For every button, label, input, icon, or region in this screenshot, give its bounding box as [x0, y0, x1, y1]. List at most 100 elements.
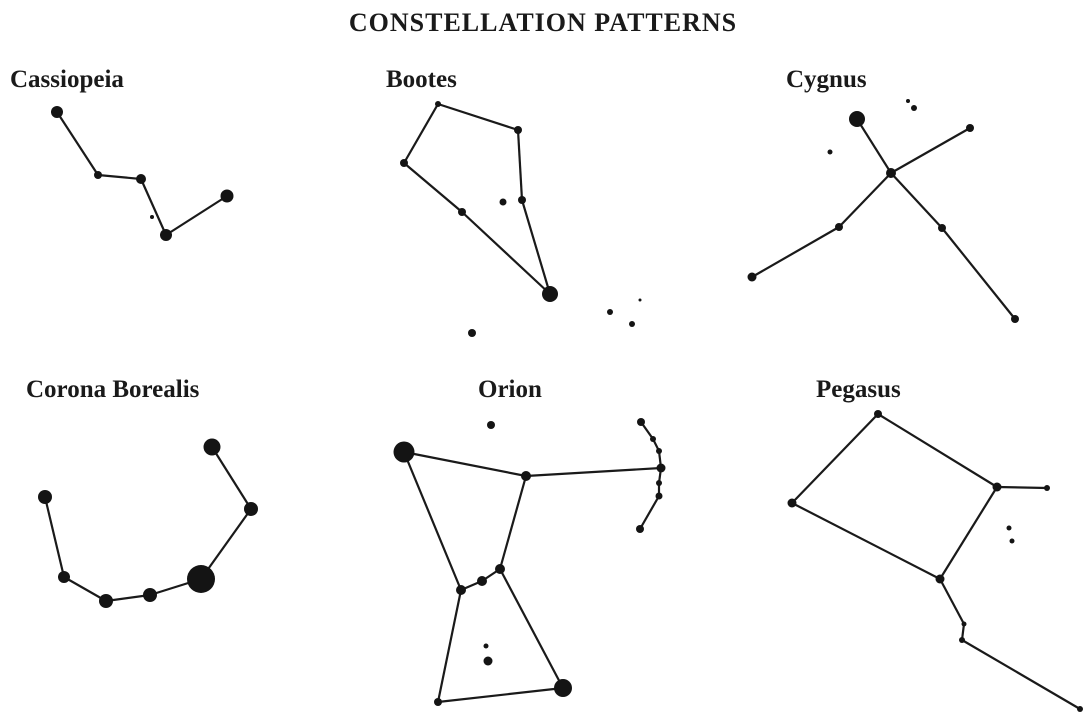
- orion-star: [477, 576, 487, 586]
- orion-star: [483, 656, 493, 666]
- orion-star: [483, 643, 489, 649]
- orion-star: [456, 585, 466, 595]
- cygnus-star: [1011, 315, 1019, 323]
- constellation-pegasus: [787, 410, 1083, 712]
- cygnus-star: [849, 111, 865, 127]
- cygnus-line: [751, 226, 840, 278]
- orion-star: [637, 418, 645, 426]
- bootes-star: [435, 101, 441, 107]
- label-cassiopeia: Cassiopeia: [10, 66, 124, 93]
- label-cygnus: Cygnus: [786, 66, 867, 93]
- orion-star: [434, 698, 442, 706]
- cygnus-line: [941, 227, 1016, 320]
- cygnus-star: [906, 99, 910, 103]
- pegasus-line: [961, 639, 1081, 710]
- pegasus-line: [791, 502, 941, 580]
- pegasus-line: [996, 485, 1048, 490]
- bootes-star: [607, 309, 613, 315]
- pegasus-star: [935, 574, 945, 584]
- cygnus-line: [838, 172, 892, 228]
- bootes-star: [542, 286, 558, 302]
- pegasus-star: [959, 637, 965, 643]
- cassiopeia-star: [220, 189, 234, 203]
- pegasus-star: [1077, 706, 1083, 712]
- constellation-cassiopeia: [51, 106, 234, 241]
- pegasus-line: [791, 413, 879, 504]
- constellation-corona-borealis: [38, 438, 258, 608]
- bootes-star: [458, 208, 466, 216]
- cygnus-line: [890, 127, 971, 174]
- cygnus-star: [827, 149, 833, 155]
- orion-star: [656, 448, 662, 454]
- pegasus-star: [992, 482, 1002, 492]
- label-pegasus: Pegasus: [816, 376, 901, 403]
- cygnus-star: [966, 124, 974, 132]
- orion-star: [487, 421, 495, 429]
- orion-star: [495, 564, 505, 574]
- bootes-line: [403, 162, 463, 213]
- bootes-star: [400, 159, 408, 167]
- bootes-star: [518, 196, 526, 204]
- pegasus-star: [961, 621, 967, 627]
- cassiopeia-star: [150, 215, 154, 219]
- corona-borealis-star: [187, 565, 215, 593]
- orion-star: [636, 525, 644, 533]
- corona-borealis-line: [211, 446, 252, 510]
- corona-borealis-line: [43, 496, 66, 578]
- bootes-star: [499, 198, 507, 206]
- bootes-star: [514, 126, 522, 134]
- cassiopeia-star: [51, 106, 63, 118]
- corona-borealis-star: [99, 594, 113, 608]
- orion-star: [650, 436, 656, 442]
- orion-line: [402, 451, 463, 591]
- cygnus-line: [890, 172, 943, 229]
- pegasus-star: [1006, 525, 1012, 531]
- cygnus-star: [911, 105, 917, 111]
- label-orion: Orion: [478, 376, 542, 403]
- orion-star: [554, 679, 572, 697]
- constellation-bootes: [400, 101, 642, 337]
- cygnus-star: [938, 224, 946, 232]
- cassiopeia-star: [136, 174, 146, 184]
- bootes-line: [520, 199, 552, 295]
- orion-line: [499, 568, 564, 689]
- bootes-line: [437, 102, 519, 132]
- bootes-line: [461, 211, 551, 295]
- cassiopeia-line: [165, 195, 228, 236]
- bootes-line: [403, 103, 439, 164]
- cygnus-star: [835, 223, 843, 231]
- pegasus-star: [1044, 485, 1050, 491]
- bootes-line: [516, 129, 524, 201]
- pegasus-star: [874, 410, 882, 418]
- corona-borealis-star: [244, 502, 258, 516]
- corona-borealis-star: [203, 438, 221, 456]
- pegasus-line: [877, 413, 998, 488]
- orion-line: [639, 495, 660, 530]
- cassiopeia-line: [97, 173, 142, 181]
- cassiopeia-line: [56, 111, 99, 176]
- corona-borealis-star: [58, 571, 70, 583]
- orion-line: [436, 589, 463, 703]
- cygnus-star: [886, 168, 896, 178]
- orion-line: [498, 475, 528, 570]
- pegasus-line: [939, 486, 998, 580]
- orion-star: [656, 463, 666, 473]
- pegasus-line: [939, 578, 965, 625]
- cygnus-line: [856, 118, 892, 174]
- orion-star: [521, 471, 531, 481]
- constellation-cygnus: [747, 99, 1019, 323]
- cassiopeia-star: [160, 229, 172, 241]
- pegasus-star: [1009, 538, 1015, 544]
- bootes-star: [468, 329, 476, 337]
- bootes-star: [629, 321, 635, 327]
- label-corona-borealis: Corona Borealis: [26, 376, 200, 403]
- orion-line: [525, 466, 662, 478]
- bootes-star: [638, 298, 642, 302]
- corona-borealis-star: [143, 588, 157, 602]
- corona-borealis-line: [63, 576, 107, 602]
- orion-star: [655, 492, 663, 500]
- corona-borealis-star: [38, 490, 52, 504]
- orion-line: [403, 450, 527, 478]
- orion-line: [437, 686, 564, 704]
